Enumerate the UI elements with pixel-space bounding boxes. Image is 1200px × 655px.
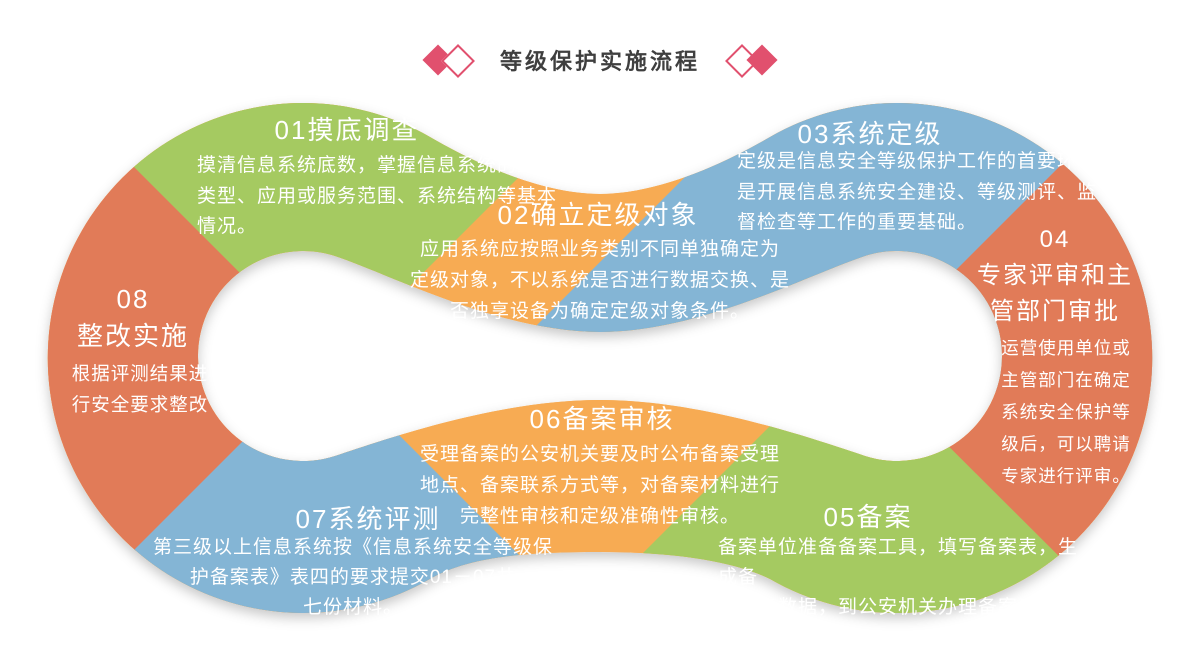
segment-04-shape — [863, 102, 1153, 613]
segment-05-title: 05备案 — [823, 502, 913, 532]
segment-08-title: 08 整改实施 — [76, 284, 189, 351]
segment-06-body: 受理备案的公安机关要及时公布备案受理 地点、备案联系方式等，对备案材料进行 完整… — [419, 444, 780, 527]
segment-02-body: 应用系统应按照业务类别不同单独确定为 定级对象，不以系统是否进行数据交换、是 否… — [409, 239, 790, 322]
heading-diamond-decor-right — [724, 40, 778, 80]
diamond-outline-icon — [441, 44, 475, 78]
segment-07-body: 第三级以上信息系统按《信息系统安全等级保 护备案表》表四的要求提交01－07共 … — [153, 537, 554, 618]
page-header: 等级保护实施流程 — [0, 38, 1200, 82]
segment-02-title: 02确立定级对象 — [497, 200, 699, 230]
segment-01-title: 01摸底调查 — [274, 115, 420, 145]
segment-05-body: 备案单位准备备案工具，填写备案表，生成备 案电子数据，到公安机关办理备案手续。 — [718, 537, 1079, 618]
page-title: 等级保护实施流程 — [499, 49, 700, 74]
segment-07-title: 07系统评测 — [295, 504, 441, 534]
diamond-solid-icon — [746, 44, 778, 76]
heading-diamond-decor-left — [422, 40, 476, 80]
segment-03-title: 03系统定级 — [797, 119, 943, 149]
segment-06-title: 06备案审核 — [529, 404, 675, 434]
segment-08-shape — [47, 102, 327, 613]
segment-08-body: 根据评测结果进 行安全要求整改 — [71, 363, 209, 415]
segment-01-body: 摸清信息系统底数，掌握信息系统的业务 类型、应用或服务范围、系统结构等基本 情况… — [197, 155, 558, 237]
segment-03-body: 定级是信息安全等级保护工作的首要环节， 是开展信息系统安全建设、等级测评、监 督… — [737, 151, 1118, 233]
segment-04-title: 04 专家评审和主 管部门审批 — [977, 226, 1133, 325]
segment-04-body: 运营使用单位或 主管部门在确定 系统安全保护等 级后，可以聘请 专家进行评审。 — [1001, 338, 1131, 486]
